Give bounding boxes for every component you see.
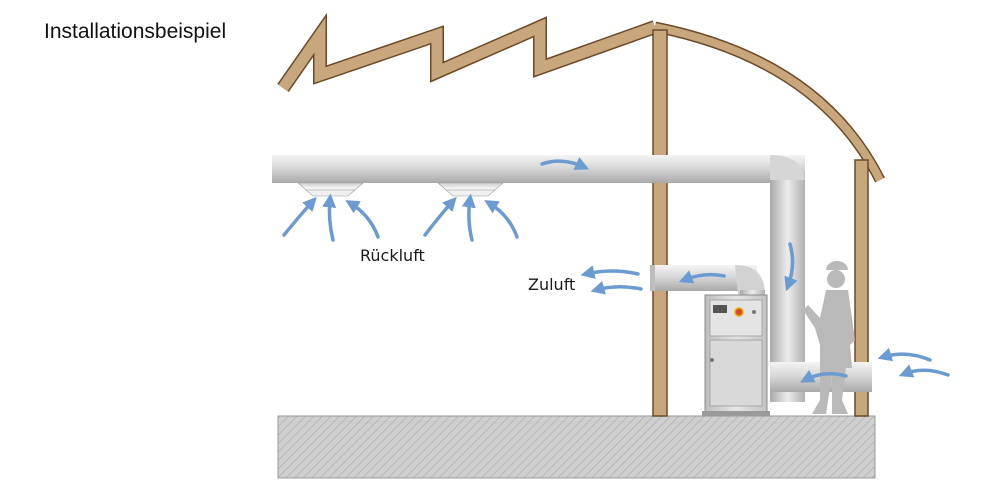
airflow-arrow-return-1a: [282, 196, 317, 237]
airflow-arrow-return-2c: [484, 200, 519, 239]
airflow-arrow-outside-2: [898, 364, 950, 378]
airflow-arrow-supply-1: [580, 265, 640, 279]
airflow-arrow-supply-duct: [678, 270, 726, 284]
airflow-arrow-return-1b: [322, 193, 337, 242]
ceiling-diffuser-1: [297, 182, 364, 197]
airflow-arrow-vertical: [784, 242, 798, 292]
control-switch-icon: [734, 307, 744, 317]
supply-air-label: Zuluft: [528, 275, 576, 294]
airflow-arrow-return-1c: [345, 200, 380, 239]
air-handling-unit: [702, 294, 770, 416]
return-air-label: Rückluft: [360, 246, 425, 265]
outer-wall: [854, 159, 869, 417]
inner-wall: [652, 29, 668, 417]
ceiling-diffuser-2: [437, 182, 504, 197]
airflow-arrow-outside-1: [877, 347, 932, 362]
airflow-arrow-supply-2: [590, 281, 643, 295]
airflow-arrow-return-2b: [461, 193, 476, 242]
airflow-arrow-fresh-duct: [800, 369, 848, 383]
airflow-arrow-duct: [540, 157, 590, 170]
airflow-arrow-return-2a: [423, 196, 457, 237]
technician-silhouette-icon: [803, 261, 855, 414]
return-air-duct: [272, 155, 792, 183]
floor-slab: [277, 415, 876, 479]
diagram-title: Installationsbeispiel: [44, 20, 227, 43]
